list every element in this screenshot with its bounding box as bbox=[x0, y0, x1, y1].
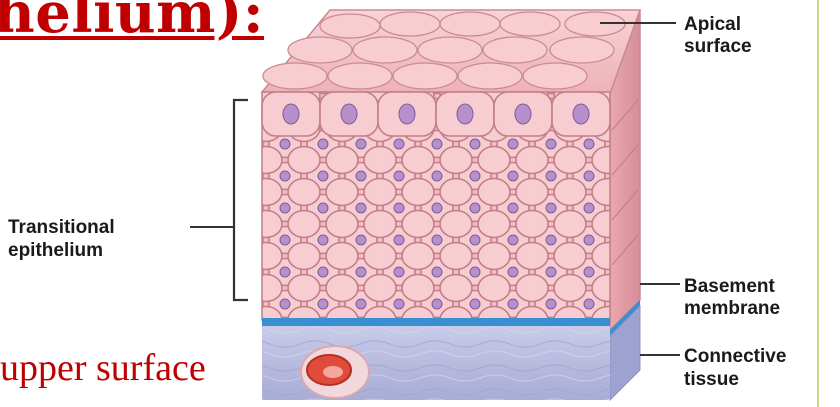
label-apical-2: surface bbox=[684, 36, 752, 57]
slide-edge-rule bbox=[817, 0, 819, 407]
label-connective-2: tissue bbox=[684, 369, 739, 390]
blood-vessel bbox=[301, 346, 369, 398]
apical-dome-cells bbox=[263, 12, 625, 89]
basement-membrane bbox=[262, 318, 610, 326]
body-text-fragment: upper surface bbox=[0, 346, 206, 390]
label-transitional-2: epithelium bbox=[8, 240, 103, 261]
label-apical-1: Apical bbox=[684, 14, 741, 35]
label-connective-1: Connective bbox=[684, 346, 786, 367]
transitional-bracket bbox=[234, 100, 248, 300]
label-basement-2: membrane bbox=[684, 298, 780, 319]
label-transitional-1: Transitional bbox=[8, 217, 115, 238]
label-basement-1: Basement bbox=[684, 276, 775, 297]
